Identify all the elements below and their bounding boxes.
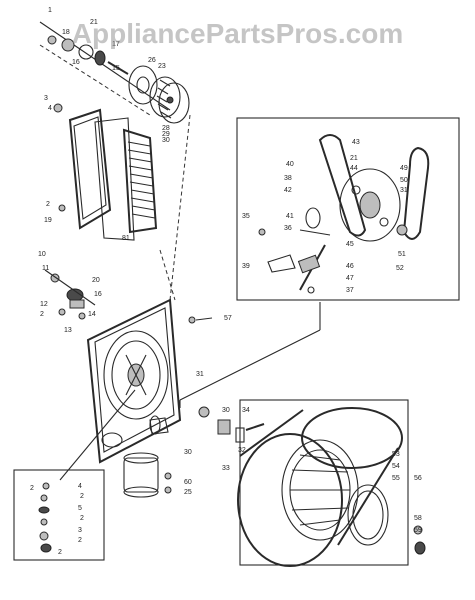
callout: 2 bbox=[40, 311, 44, 318]
callout: 10 bbox=[38, 251, 46, 258]
callout: 56 bbox=[414, 475, 422, 482]
callout: 41 bbox=[286, 213, 294, 220]
callout: 34 bbox=[242, 407, 250, 414]
callout: 16 bbox=[72, 59, 80, 66]
callout: 39 bbox=[242, 263, 250, 270]
callout: 11 bbox=[42, 265, 49, 272]
callout: 49 bbox=[400, 165, 408, 172]
motor-inset bbox=[236, 117, 460, 301]
callout: 20 bbox=[92, 277, 100, 284]
callout: 2 bbox=[80, 515, 84, 522]
callout: 81 bbox=[122, 235, 130, 242]
callout: 46 bbox=[346, 263, 354, 270]
callout: 55 bbox=[392, 475, 400, 482]
callout: 37 bbox=[346, 287, 354, 294]
callout: 30 bbox=[184, 449, 192, 456]
callout: 53 bbox=[392, 451, 400, 458]
callout: 58 bbox=[414, 515, 422, 522]
callout: 31 bbox=[196, 371, 204, 378]
callout: 36 bbox=[284, 225, 292, 232]
callout: 3 bbox=[44, 95, 48, 102]
callout: 15 bbox=[112, 65, 120, 72]
callout: 1 bbox=[48, 7, 52, 14]
lint-duct-assembly bbox=[53, 103, 191, 301]
thermostat-parts bbox=[44, 269, 96, 320]
callout: 2 bbox=[46, 201, 50, 208]
callout: 26 bbox=[148, 57, 156, 64]
callout: 13 bbox=[64, 327, 72, 334]
callout: 40 bbox=[286, 161, 294, 168]
callout: 2 bbox=[78, 537, 82, 544]
callout: 59 bbox=[414, 527, 422, 534]
callout: 21 bbox=[350, 155, 358, 162]
drum-assembly bbox=[198, 399, 426, 567]
callout: 30 bbox=[222, 407, 230, 414]
callout: 4 bbox=[48, 105, 52, 112]
callout: 12 bbox=[40, 301, 48, 308]
callout: 52 bbox=[396, 265, 404, 272]
callout: 45 bbox=[346, 241, 354, 248]
callout: 2 bbox=[80, 493, 84, 500]
capacitor-assembly bbox=[123, 417, 172, 498]
callout: 44 bbox=[350, 165, 358, 172]
callout: 42 bbox=[284, 187, 292, 194]
callout: 51 bbox=[398, 251, 406, 258]
callout: 54 bbox=[392, 463, 400, 470]
callout: 21 bbox=[90, 19, 98, 26]
callout: 25 bbox=[184, 489, 192, 496]
callout: 32 bbox=[238, 447, 246, 454]
callout: 4 bbox=[78, 483, 82, 490]
callout: 2 bbox=[58, 549, 62, 556]
callout: 5 bbox=[78, 505, 82, 512]
callout: 19 bbox=[44, 217, 52, 224]
callout: 28 bbox=[162, 125, 170, 132]
callout: 57 bbox=[224, 315, 232, 322]
callout-labels: 1 21 18 17 16 15 26 23 3 4 28 29 30 2 19… bbox=[30, 7, 422, 556]
callout: 2 bbox=[30, 485, 34, 492]
rear-bulkhead bbox=[86, 298, 213, 464]
callout: 50 bbox=[400, 177, 408, 184]
callout: 47 bbox=[346, 275, 354, 282]
callout: 30 bbox=[162, 137, 170, 144]
callout: 23 bbox=[158, 63, 166, 70]
callout: 35 bbox=[242, 213, 250, 220]
callout: 3 bbox=[78, 527, 82, 534]
callout: 17 bbox=[112, 41, 120, 48]
hardware-inset bbox=[13, 469, 105, 561]
callout: 16 bbox=[94, 291, 102, 298]
callout: 29 bbox=[162, 131, 170, 138]
callout: 43 bbox=[352, 139, 360, 146]
callout: 33 bbox=[222, 465, 230, 472]
callout: 14 bbox=[88, 311, 96, 318]
callout: 60 bbox=[184, 479, 192, 486]
callout: 31 bbox=[400, 187, 408, 194]
callout: 38 bbox=[284, 175, 292, 182]
callout: 18 bbox=[62, 29, 70, 36]
blower-assembly bbox=[39, 21, 190, 124]
